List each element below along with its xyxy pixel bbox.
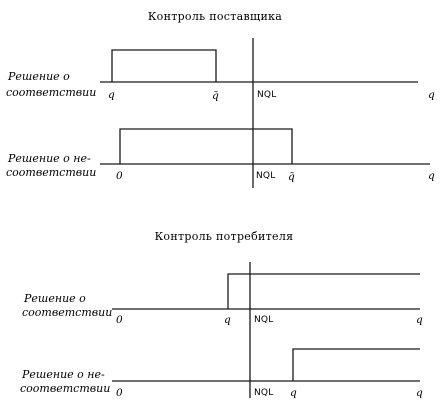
label-nonconform-1: Решение о не- xyxy=(21,368,105,381)
title-supplier-control: Контроль поставщика xyxy=(148,10,282,23)
tick-q-end: q xyxy=(416,314,423,326)
step-consumer-nonconform xyxy=(292,348,420,381)
tick-zero: 0 xyxy=(116,314,123,326)
tick-zero: 0 xyxy=(116,170,123,182)
tick-nql: NQL xyxy=(257,90,276,100)
tick-nql: NQL xyxy=(256,171,275,181)
tick-q-under: q xyxy=(108,89,115,101)
tick-nql: NQL xyxy=(254,388,273,398)
tick-q-under: q xyxy=(224,314,231,326)
label-conform-2: соответствии xyxy=(6,86,96,99)
step-supplier-nonconform xyxy=(119,128,293,164)
tick-q-under: q xyxy=(290,387,297,399)
label-nonconform-1: Решение о не- xyxy=(7,152,91,165)
tick-zero: 0 xyxy=(116,387,123,399)
label-conform-2: соответствии xyxy=(22,306,112,319)
step-supplier-conform xyxy=(111,49,217,82)
label-conform-1: Решение о xyxy=(7,70,70,83)
step-consumer-conform xyxy=(227,273,420,309)
tick-q-end: q xyxy=(416,387,423,399)
tick-q-bar: q̄ xyxy=(212,90,219,102)
tick-q-end: q xyxy=(428,170,435,182)
label-nonconform-2: соответствии xyxy=(20,382,110,395)
label-nonconform-2: соответствии xyxy=(6,166,96,179)
tick-q-end: q xyxy=(428,89,435,101)
title-consumer-control: Контроль потребителя xyxy=(155,230,294,243)
tick-nql: NQL xyxy=(254,315,273,325)
tick-q-bar: q̄ xyxy=(288,171,295,183)
label-conform-1: Решение о xyxy=(23,292,86,305)
